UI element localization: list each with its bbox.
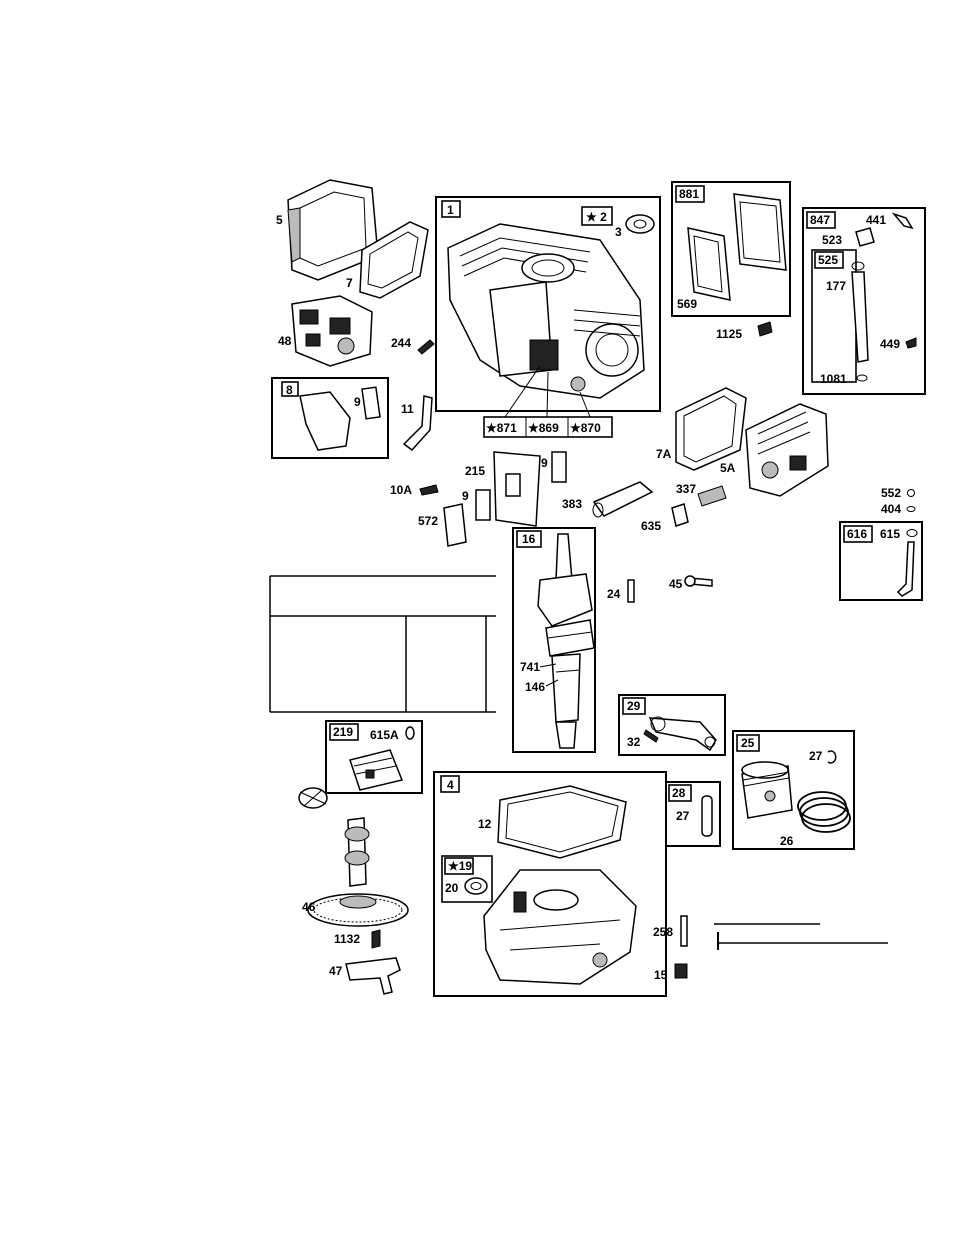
callout-47: 47 <box>329 964 343 978</box>
group-146-label: 146 <box>525 680 545 694</box>
callout-383: 383 <box>562 497 582 511</box>
callout-7A: 7A <box>656 447 672 461</box>
group-8-callout-9: 9 <box>354 395 361 409</box>
callout-258: 258 <box>653 925 673 939</box>
callout-46: 46 <box>302 900 316 914</box>
callout-9-lower: 9 <box>462 489 469 503</box>
group-615A-label: 615A <box>370 728 399 742</box>
cap-523-part <box>856 228 874 246</box>
group-25-label: 25 <box>741 736 755 750</box>
callout-404: 404 <box>881 502 901 516</box>
piston-part <box>742 762 792 818</box>
group-3-label: 3 <box>615 225 622 239</box>
group-869-label: ★869 <box>528 421 559 435</box>
group-870-label: ★870 <box>570 421 601 435</box>
group-525-label: 525 <box>818 253 838 267</box>
group-20-label: 20 <box>445 881 459 895</box>
callout-337: 337 <box>676 482 696 496</box>
group-219-label: 219 <box>333 725 353 739</box>
callout-552: 552 <box>881 486 901 500</box>
callout-24: 24 <box>607 587 621 601</box>
group-27-label: 27 <box>809 749 823 763</box>
group-27-pin-label: 27 <box>676 809 690 823</box>
group-32-label: 32 <box>627 735 641 749</box>
callout-45: 45 <box>669 577 683 591</box>
group-16-label: 16 <box>522 532 536 546</box>
callout-244: 244 <box>391 336 411 350</box>
group-1081-label: 1081 <box>820 372 847 386</box>
group-1125-label: 1125 <box>716 327 742 341</box>
group-523-label: 523 <box>822 233 842 247</box>
group-28-label: 28 <box>672 786 686 800</box>
cylinder-head-part <box>292 296 372 366</box>
callout-48: 48 <box>278 334 292 348</box>
callout-5: 5 <box>276 213 283 227</box>
group-881-label: 881 <box>679 187 699 201</box>
callout-5A: 5A <box>720 461 736 475</box>
bolt-258-part <box>681 916 687 946</box>
callout-572: 572 <box>418 514 438 528</box>
cam-disc-part <box>299 788 327 808</box>
group-29-label: 29 <box>627 699 641 713</box>
group-569-label: 569 <box>677 297 697 311</box>
callout-11: 11 <box>401 402 414 416</box>
group-615-label: 615 <box>880 527 900 541</box>
callout-1132: 1132 <box>334 932 360 946</box>
group-12-label: 12 <box>478 817 492 831</box>
group-177-label: 177 <box>826 279 846 293</box>
group-441-label: 441 <box>866 213 886 227</box>
group-741-label: 741 <box>520 660 540 674</box>
wrist-pin-part <box>702 796 712 836</box>
callout-9-upper: 9 <box>541 456 548 470</box>
group-8-label: 8 <box>286 383 293 397</box>
callout-635: 635 <box>641 519 661 533</box>
group-2-label: ★ 2 <box>586 210 607 224</box>
group-449-label: 449 <box>880 337 900 351</box>
group-19-label: ★19 <box>448 859 472 873</box>
seal-20-part <box>465 878 487 894</box>
plug-15-part <box>675 964 687 978</box>
callout-215: 215 <box>465 464 485 478</box>
group-847-label: 847 <box>810 213 830 227</box>
callout-7: 7 <box>346 276 353 290</box>
group-4-label: 4 <box>447 778 454 792</box>
group-871-label: ★871 <box>486 421 517 435</box>
callout-10A: 10A <box>390 483 412 497</box>
group-616-label: 616 <box>847 527 867 541</box>
group-1-label: 1 <box>447 203 454 217</box>
callout-15: 15 <box>654 968 668 982</box>
seal-3-part <box>626 215 654 233</box>
group-26-label: 26 <box>780 834 794 848</box>
